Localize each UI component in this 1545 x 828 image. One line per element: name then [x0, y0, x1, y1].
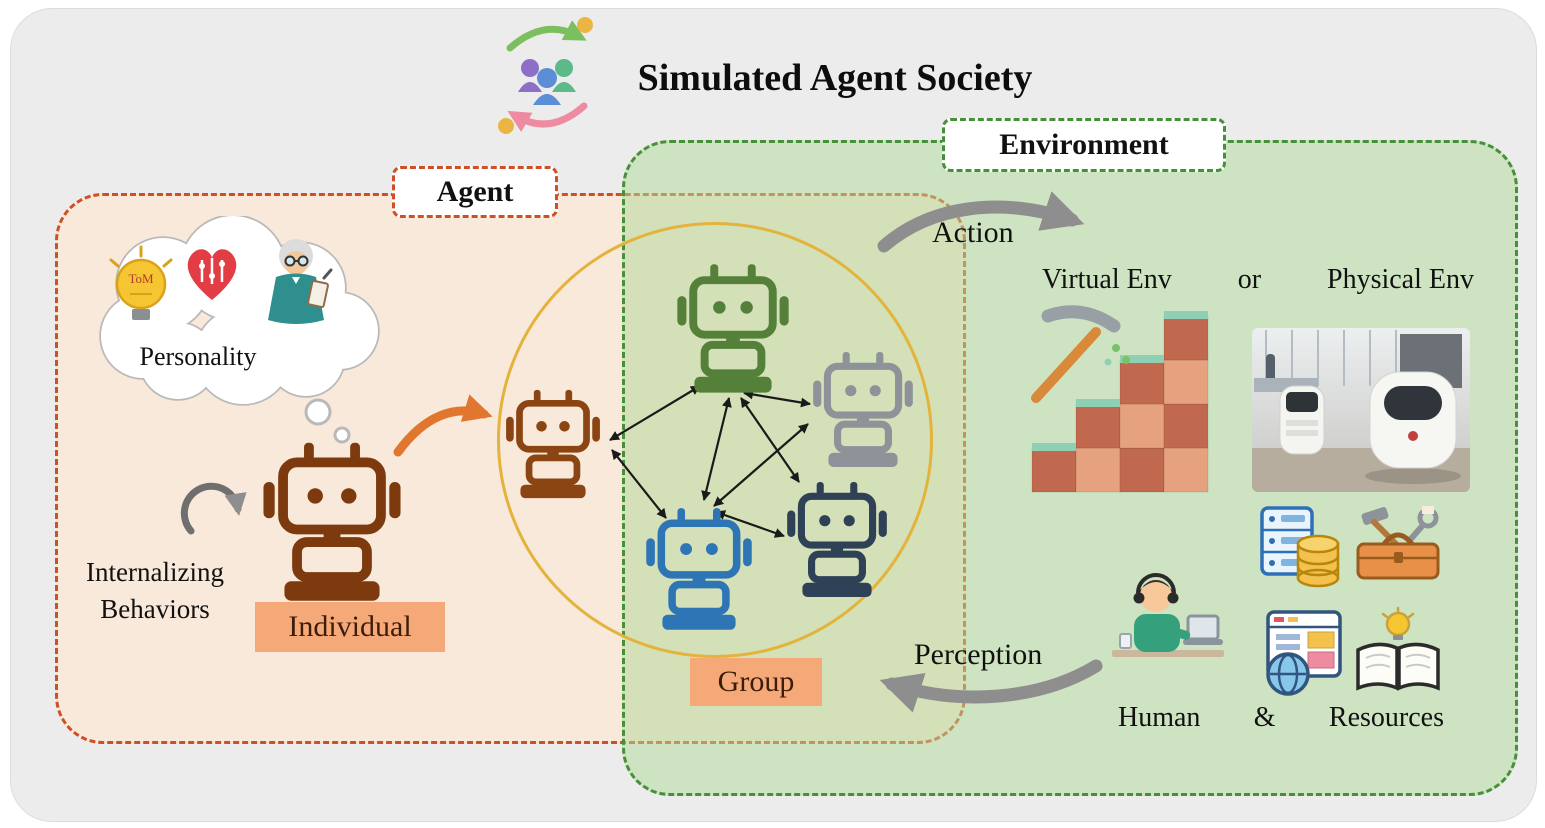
action-label: Action — [932, 216, 1014, 249]
pickaxe-icon — [1031, 305, 1121, 403]
robot-individual — [262, 440, 402, 605]
group-circle — [497, 222, 933, 658]
server-database-icon — [1260, 506, 1340, 588]
human-icon — [1112, 573, 1224, 657]
toolbox-icon — [1356, 506, 1440, 580]
scientist-icon — [268, 239, 333, 324]
virtual-env-label: Virtual Env — [1042, 264, 1172, 295]
agent-label: Agent — [392, 166, 558, 218]
personality-label: Personality — [139, 342, 257, 371]
physical-env-label: Physical Env — [1327, 264, 1474, 295]
human-label: Human — [1118, 702, 1201, 733]
robot-agent-green — [676, 262, 790, 396]
robot-agent-brown — [505, 388, 601, 501]
globe-icon — [1266, 652, 1310, 696]
personality-cloud: ToM — [99, 216, 380, 444]
page-title: Simulated Agent Society — [637, 57, 1033, 99]
human-resources-row: Human & Resources — [1118, 702, 1444, 734]
robot-agent-navy — [786, 480, 888, 600]
robot-agent-blue — [645, 506, 753, 633]
knowledge-book-icon — [1356, 606, 1440, 691]
individual-label: Individual — [255, 602, 445, 652]
society-icon — [498, 17, 593, 134]
environment-label: Environment — [942, 118, 1226, 172]
perception-label: Perception — [914, 638, 1043, 671]
heart-sliders-icon — [187, 249, 237, 300]
database-icon — [1296, 534, 1340, 588]
internalizing-behaviors-label: Internalizing Behaviors — [50, 554, 260, 628]
robot-agent-gray — [812, 350, 914, 470]
resources-label: Resources — [1328, 702, 1444, 733]
internalizing-line1: Internalizing — [86, 557, 224, 587]
physical-env-photo — [1252, 328, 1470, 492]
group-label: Group — [690, 658, 822, 706]
web-resources-icon — [1266, 610, 1342, 696]
or-label: or — [1237, 264, 1262, 295]
tom-bulb-icon: ToM — [109, 245, 173, 320]
tom-text: ToM — [128, 271, 154, 286]
people-cluster — [518, 59, 576, 105]
env-options-row: Virtual Env or Physical Env — [1042, 264, 1474, 296]
virtual-env-icon — [1031, 305, 1209, 493]
ampersand-label: & — [1253, 702, 1276, 733]
internalizing-line2: Behaviors — [100, 594, 210, 624]
